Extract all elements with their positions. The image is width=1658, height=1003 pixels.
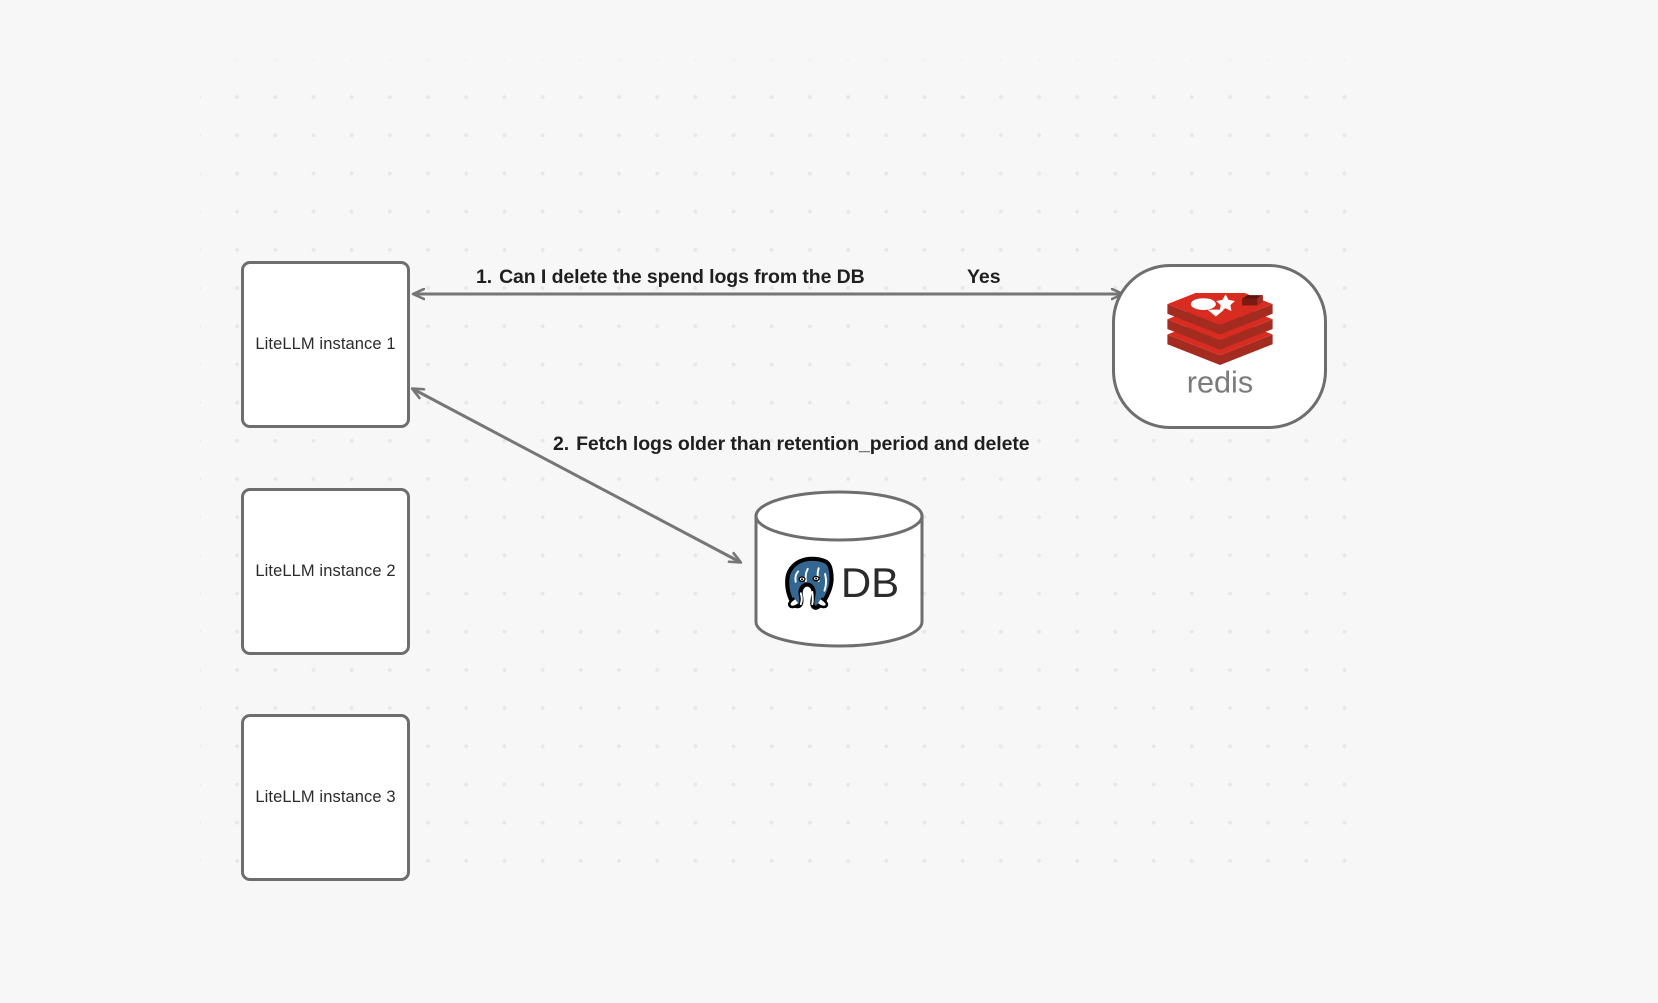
node-label: LiteLLM instance 1 [255, 335, 396, 354]
redis-wordmark: redis [1186, 367, 1252, 399]
svg-text:redis: redis [1186, 367, 1252, 399]
edge-label-step-1: 1. Can I delete the spend logs from the D… [476, 266, 865, 288]
cylinder-shape [754, 490, 924, 648]
node-redis[interactable]: redis [1112, 264, 1327, 429]
node-litellm-instance-3[interactable]: LiteLLM instance 3 [241, 714, 410, 881]
db-label: DB [840, 559, 900, 606]
step-text: Can I delete the spend logs from the DB [499, 266, 865, 288]
db-content: DB [753, 545, 925, 621]
redis-stack-icon [1166, 293, 1273, 365]
edge-label-step-2: 2. Fetch logs older than retention_period… [553, 433, 1030, 455]
node-litellm-instance-2[interactable]: LiteLLM instance 2 [241, 488, 410, 655]
node-label: LiteLLM instance 3 [255, 788, 396, 807]
node-litellm-instance-1[interactable]: LiteLLM instance 1 [241, 261, 410, 428]
edge-instance1-db-line [413, 389, 740, 562]
node-label: LiteLLM instance 2 [255, 562, 396, 581]
postgresql-elephant-icon [784, 556, 834, 610]
node-postgres-db[interactable]: DB [753, 489, 925, 649]
step-number: 1. [476, 266, 493, 288]
step-text: Fetch logs older than retention_period a… [576, 433, 1030, 455]
step-number: 2. [553, 433, 570, 455]
edge-label-redis-answer: Yes [967, 266, 1001, 288]
